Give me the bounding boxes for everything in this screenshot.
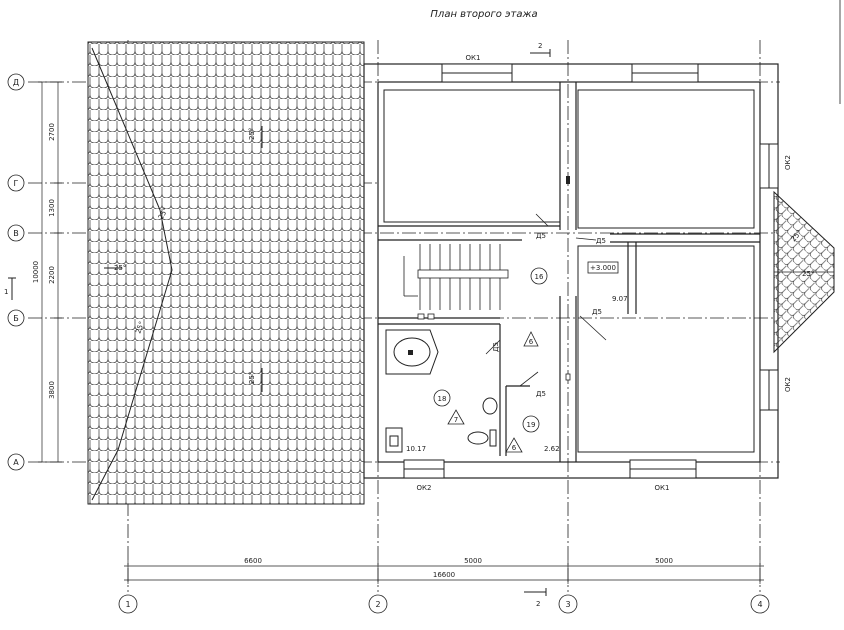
- post-marker: [566, 176, 570, 184]
- section-marker-left: [8, 277, 16, 300]
- post-marker: [565, 373, 571, 381]
- room-number-19: 19: [527, 421, 536, 429]
- axis-row-b: Б: [13, 314, 19, 323]
- roof-slope-arrows: [104, 126, 263, 392]
- dim-16600: 16600: [433, 571, 455, 579]
- dim-5000-a: 5000: [464, 557, 482, 565]
- section-label-top: 2: [538, 42, 542, 50]
- axis-col-3: 3: [565, 600, 570, 609]
- column-axis-markers: 1 2 3 4: [118, 594, 770, 614]
- door-label-4: Д5: [492, 342, 500, 352]
- area-bathroom: 10.17: [406, 445, 426, 453]
- door-label-3: Д5: [592, 308, 602, 316]
- vent-marker: [427, 313, 435, 320]
- room-marker-19: [522, 415, 540, 433]
- staircase: [403, 244, 509, 310]
- window-label-top: ОК1: [466, 54, 481, 62]
- axis-col-4: 4: [757, 600, 762, 609]
- walls: [363, 63, 779, 479]
- door-label-5: Д5: [536, 390, 546, 398]
- section-marker-top: [530, 49, 551, 57]
- axis-col-1: 1: [125, 600, 130, 609]
- axis-row-a: А: [13, 458, 19, 467]
- door-swings: [485, 213, 607, 387]
- triangle-label-7: 7: [454, 416, 458, 424]
- plan-title: План второго этажа: [430, 9, 537, 20]
- shower-icon: [385, 427, 403, 453]
- axis-col-2: 2: [375, 600, 380, 609]
- axis-row-g: Г: [14, 179, 19, 188]
- area-hall: 9.07: [612, 295, 628, 303]
- roof-left: [87, 41, 365, 505]
- room-marker-18: [433, 389, 451, 407]
- level-mark: [587, 261, 619, 274]
- dim-6600: 6600: [244, 557, 262, 565]
- left-dimensions: [38, 81, 62, 463]
- bottom-dimensions: [124, 560, 764, 584]
- room-number-16: 16: [535, 273, 544, 281]
- dim-5000-b: 5000: [655, 557, 673, 565]
- window-label-bottom-right: ОК1: [655, 484, 670, 492]
- triangle-marker-6a: [523, 331, 539, 347]
- window-label-bottom-left: ОК2: [417, 484, 432, 492]
- roof-slope-right: 25°: [802, 270, 814, 278]
- row-axis-markers: Д Г В Б А: [7, 73, 25, 471]
- door-label-1: Д5: [536, 232, 546, 240]
- triangle-label-6b: 6: [512, 444, 517, 452]
- sink-icon: [482, 397, 498, 415]
- window-label-right-upper: ОК2: [784, 155, 792, 170]
- triangle-label-6a: 6: [529, 338, 534, 346]
- vent-marker: [417, 313, 425, 320]
- section-marker-bottom: [524, 588, 547, 596]
- dim-2200: 2200: [48, 266, 56, 284]
- level-value: +3.000: [590, 264, 616, 272]
- triangle-marker-6b: [505, 437, 523, 453]
- door-label-2: Д5: [596, 237, 606, 245]
- roof-slope-2: 25°: [248, 372, 256, 384]
- dim-3800: 3800: [48, 381, 56, 399]
- window-label-right-lower: ОК2: [784, 377, 792, 392]
- dim-2700: 2700: [48, 123, 56, 141]
- roof-right: [773, 190, 835, 354]
- section-label-left: 1: [4, 288, 8, 296]
- roof-slope-1: 25°: [248, 128, 256, 140]
- room-upper-right: [577, 89, 755, 229]
- roof-slope-3: 25°: [114, 264, 126, 272]
- section-label-bottom: 2: [536, 600, 540, 608]
- bathtub: [385, 329, 439, 375]
- roof-slope-5: 25°: [134, 320, 146, 334]
- area-wc: 2.62: [544, 445, 560, 453]
- axis-row-d: Д: [13, 78, 19, 87]
- room-marker-16: [530, 267, 548, 285]
- axis-row-v: В: [13, 229, 19, 238]
- room-number-18: 18: [438, 395, 447, 403]
- drain-icon: [408, 350, 413, 355]
- windows: [403, 63, 779, 479]
- toilet-icon: [467, 429, 497, 447]
- room-upper-left: [383, 89, 561, 223]
- dim-10000: 10000: [32, 261, 40, 283]
- dim-1300: 1300: [48, 199, 56, 217]
- triangle-marker-7: [447, 409, 465, 425]
- room-lower-right: [577, 245, 755, 453]
